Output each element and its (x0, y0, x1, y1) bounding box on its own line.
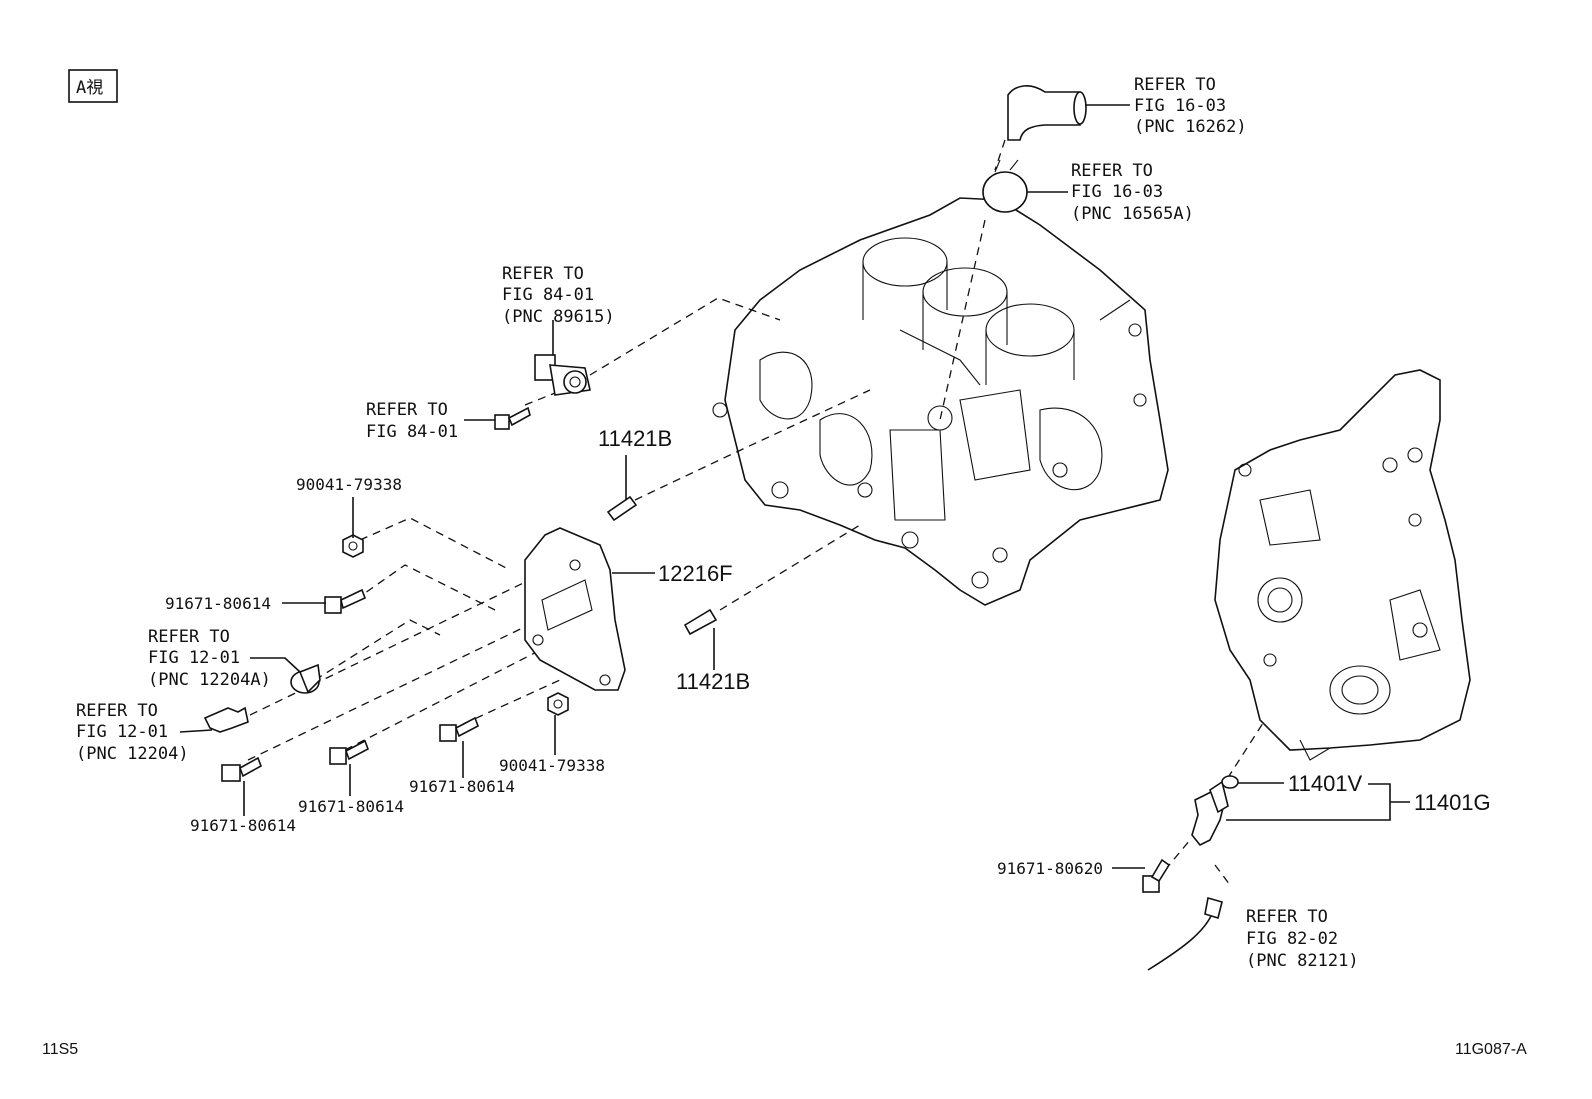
hose-clamp (982, 159, 1028, 213)
ref-knock-line2: FIG 84-01 (502, 285, 594, 305)
plug-12204a (290, 663, 321, 694)
pn-bolt-sensor[interactable]: 91671-80620 (997, 859, 1103, 878)
pn-stud-top[interactable]: 11421B (598, 426, 672, 451)
ref-bolt84-line2: FIG 84-01 (366, 422, 458, 442)
footer-right-code: 11G087-A (1455, 1041, 1527, 1058)
ref-plug-line2: FIG 12-01 (148, 648, 240, 668)
pn-sensor-set[interactable]: 11401G (1414, 790, 1491, 815)
ref-hose-line3: (PNC 16262) (1134, 117, 1247, 137)
ref-clamp-line1: REFER TO (1071, 161, 1153, 181)
o-ring (1221, 775, 1239, 789)
view-tag: A視 (76, 78, 103, 98)
view-tag-box (68, 69, 118, 103)
ref-pipe-line1: REFER TO (76, 701, 158, 721)
side-cover-plate (524, 527, 626, 691)
ref-knock-line1: REFER TO (502, 264, 584, 284)
footer-left-code: 11S5 (42, 1041, 78, 1058)
ref-bolt84-line1: REFER TO (366, 400, 448, 420)
ref-plug-line1: REFER TO (148, 627, 230, 647)
ref-hose-line2: FIG 16-03 (1134, 96, 1226, 116)
pn-nut-bottom[interactable]: 90041-79338 (499, 756, 605, 775)
ref-pipe-line3: (PNC 12204) (76, 744, 189, 764)
ref-hose-line1: REFER TO (1134, 75, 1216, 95)
bolt-c (439, 716, 479, 742)
ref-clamp-line2: FIG 16-03 (1071, 182, 1163, 202)
knock-sensor (534, 354, 591, 396)
ref-pipe-line2: FIG 12-01 (76, 722, 168, 742)
pn-nut-top[interactable]: 90041-79338 (296, 475, 402, 494)
nut-top (342, 534, 364, 558)
bolt-d (221, 756, 262, 782)
ref-wire-line3: (PNC 82121) (1246, 951, 1359, 971)
pn-oring[interactable]: 11401V (1288, 771, 1363, 796)
bolt-b (329, 739, 369, 765)
stud-bottom (683, 608, 718, 636)
crank-position-sensor (1191, 780, 1229, 847)
timing-cover-drawing (1214, 369, 1471, 761)
ref-wire-line1: REFER TO (1246, 907, 1328, 927)
bolt-a (324, 588, 367, 614)
ref-knock-line3: (PNC 89615) (502, 307, 615, 327)
pn-cover[interactable]: 12216F (658, 561, 733, 586)
knock-sensor-bolt (494, 406, 531, 430)
pn-bolt-a[interactable]: 91671-80614 (165, 594, 271, 613)
sensor-wire (1147, 896, 1223, 971)
pn-stud-bottom[interactable]: 11421B (676, 669, 750, 694)
pipe-12204 (203, 706, 249, 733)
pn-bolt-d[interactable]: 91671-80614 (190, 816, 296, 835)
assembly-lines (247, 139, 1266, 886)
ref-clamp-line3: (PNC 16565A) (1071, 204, 1194, 224)
leader-lines (179, 104, 1410, 869)
pn-bolt-b[interactable]: 91671-80614 (298, 797, 404, 816)
nut-bottom (547, 692, 569, 716)
pn-bolt-c[interactable]: 91671-80614 (409, 777, 515, 796)
ref-plug-line3: (PNC 12204A) (148, 670, 271, 690)
ref-wire-line2: FIG 82-02 (1246, 929, 1338, 949)
cylinder-block-drawing (712, 197, 1169, 606)
water-hose (1007, 85, 1087, 141)
sensor-bolt (1142, 858, 1171, 893)
stud-top (606, 495, 638, 522)
